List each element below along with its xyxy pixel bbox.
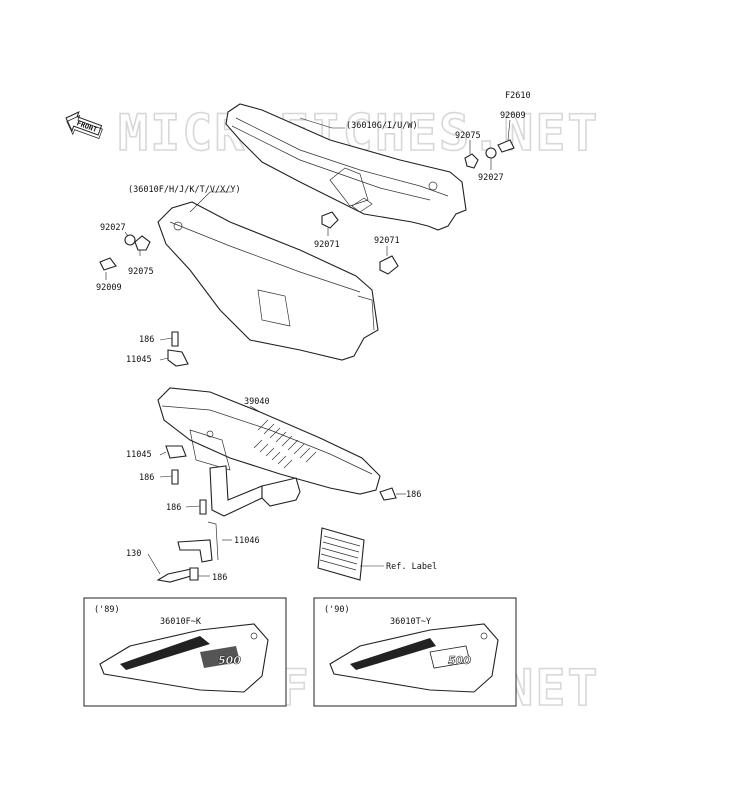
inset-1989-part: 36010F~K [160,617,202,627]
callout-186-d: 186 [406,490,421,500]
washer-icon [124,234,136,246]
inset-1990-part: 36010T~Y [390,617,431,627]
reference-label-plate [317,527,365,581]
callout-92071-b: 92071 [374,236,400,246]
front-arrow-icon: FRONT [65,111,103,139]
right-side-cover [225,103,467,231]
callout-130: 130 [126,549,141,559]
inset-1989-badge: 500 [218,654,241,667]
chain-guard [157,387,381,495]
inset-1990: ('90) 36010T~Y 500 [313,597,517,707]
callout-39040: 39040 [244,397,270,407]
nut-icon [464,153,479,169]
front-label: FRONT [76,119,99,134]
washer-icon [485,147,497,159]
figure-id: F2610 [505,91,531,101]
bolt-icon [189,567,199,581]
inset-1990-badge: 500 [448,654,471,667]
inset-1990-year: ('90) [324,605,350,615]
callout-11046: 11046 [234,536,260,546]
callout-92009-left: 92009 [96,283,122,293]
callout-92009-right: 92009 [500,111,526,121]
bolt-icon [199,499,207,515]
callout-92075-right: 92075 [455,131,481,141]
callout-36010f: (36010F/H/J/K/T/V/X/Y) [128,185,241,195]
callout-186-a: 186 [139,335,154,345]
callout-11045-b: 11045 [126,450,152,460]
hardware-icons [99,139,515,583]
callout-ref-label: Ref. Label [386,562,437,572]
callout-92027-left: 92027 [100,223,126,233]
inset-1989-year: ('89) [94,605,120,615]
callout-labels: (36010G/I/U/W) (36010F/H/J/K/T/V/X/Y) 92… [96,111,526,583]
bolt-icon [497,139,515,153]
callout-186-e: 186 [212,573,227,583]
bolt-icon [379,487,397,501]
grommet-icon [379,255,399,275]
bolt-icon [99,257,117,271]
bolt-icon [171,469,179,485]
left-side-cover [157,201,379,361]
callout-92071-a: 92071 [314,240,340,250]
nut-icon [134,235,151,251]
bracket [177,465,301,563]
chain-guard-ribs [253,419,317,469]
callout-92027-right: 92027 [478,173,504,183]
grommet-icon [321,211,339,229]
callout-11045-a: 11045 [126,355,152,365]
callout-92075-left: 92075 [128,267,154,277]
bolt-icon [171,331,179,347]
callout-186-c: 186 [166,503,181,513]
clip-icon [167,349,189,367]
callout-36010g: (36010G/I/U/W) [346,121,418,131]
leader-lines [105,117,511,577]
inset-1989: ('89) 36010F~K 500 [83,597,287,707]
callout-186-b: 186 [139,473,154,483]
clip-icon [165,445,187,459]
